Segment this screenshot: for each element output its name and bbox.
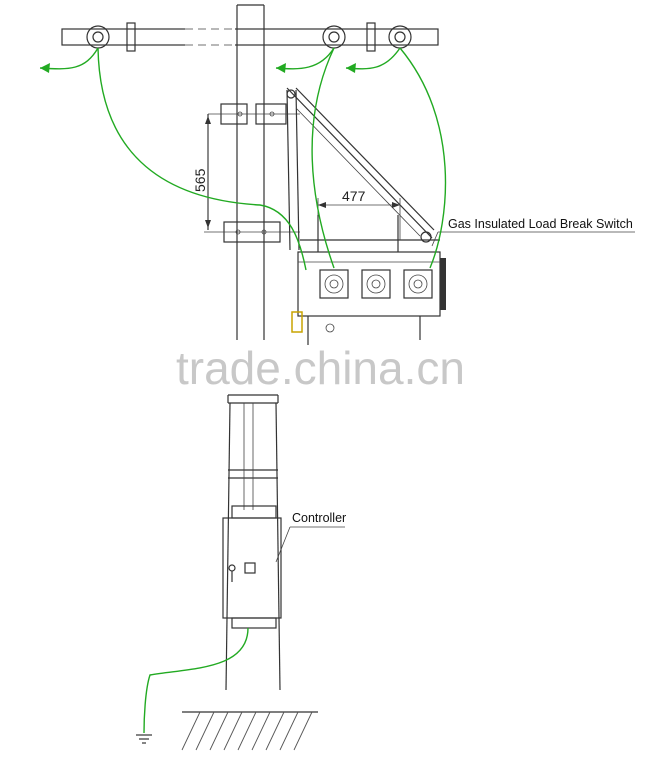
ground-icon: [136, 734, 152, 744]
switch-label: Gas Insulated Load Break Switch: [448, 217, 633, 231]
bushing-2: [361, 269, 391, 299]
pole-clamp-lower: [204, 221, 300, 243]
switch-callout: Gas Insulated Load Break Switch: [431, 217, 635, 247]
dimension-vertical: 565: [192, 116, 211, 228]
bushing-1: [319, 269, 349, 299]
dimension-565-label: 565: [192, 168, 208, 192]
bushing-3: [403, 269, 433, 299]
dimension-477-label: 477: [342, 188, 366, 204]
switch-handle-icon: [228, 564, 236, 582]
dimension-horizontal: 477: [317, 188, 401, 240]
mounting-bracket: [286, 87, 440, 251]
pole: [225, 4, 281, 691]
manual-plate-icon: [244, 562, 256, 574]
green-wires: [39, 47, 447, 734]
pole-clamp-upper: [207, 103, 300, 230]
hatch-ground: [181, 711, 318, 751]
insulator-eyes: [86, 25, 412, 49]
controller-callout: Controller: [275, 511, 346, 563]
load-break-switch: [291, 215, 446, 345]
watermark-text: trade.china.cn: [176, 342, 465, 394]
controller-label: Controller: [292, 511, 346, 525]
cross-arm: [61, 22, 439, 52]
controller-cabinet: [222, 505, 282, 629]
